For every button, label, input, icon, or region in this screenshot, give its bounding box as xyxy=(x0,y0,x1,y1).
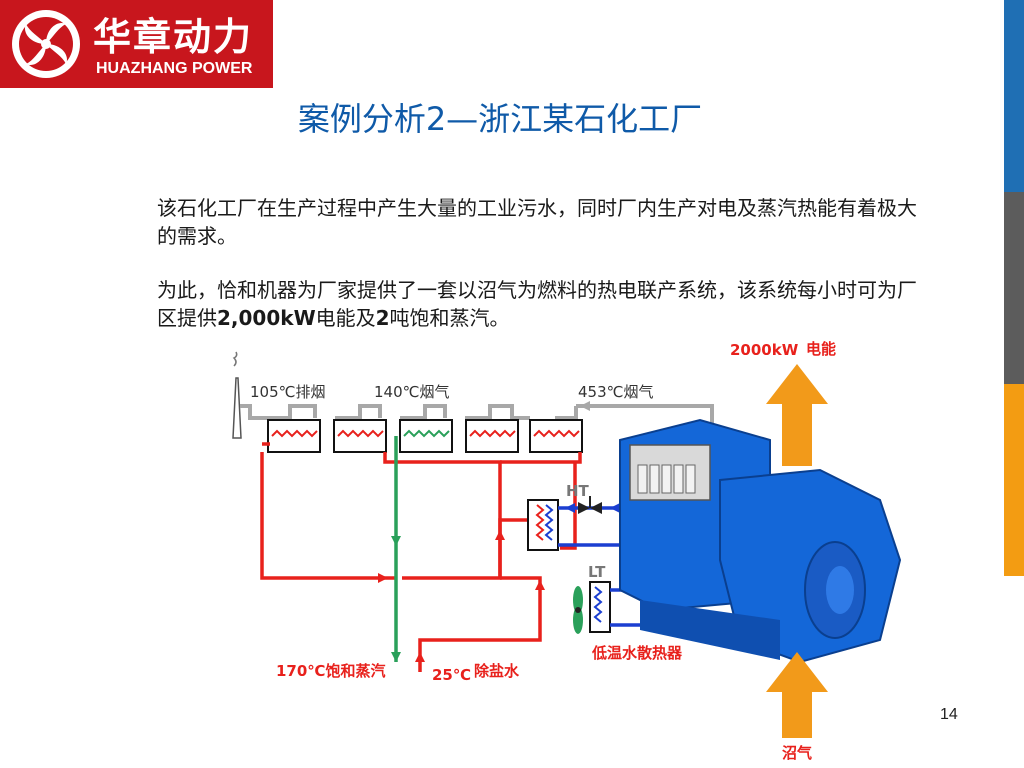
steam-flow-arrow-icon xyxy=(391,536,401,546)
biogas-input-arrow-icon xyxy=(766,652,828,738)
cooling-fan-icon xyxy=(573,586,583,634)
water-flow-arrow-icon xyxy=(495,530,505,540)
logo-name-cn: 华章动力 xyxy=(93,15,254,59)
lt-radiator xyxy=(589,581,611,633)
steam-output-value: 2 xyxy=(375,306,390,330)
heat-exchanger-bank xyxy=(267,419,583,453)
solution-text-e: 吨饱和蒸汽。 xyxy=(389,306,510,330)
paragraph-intro-text: 该石化工厂在生产过程中产生大量的工业污水，同时厂内生产对电及蒸汽热能有着极大的需… xyxy=(157,196,917,248)
label-radiator: 低温水散热器 xyxy=(591,644,683,662)
edge-stripe-gray xyxy=(1004,192,1024,384)
logo-name-en: HUAZHANG POWER xyxy=(96,60,253,77)
label-flue-453: 453℃烟气 xyxy=(578,383,653,401)
coolant-flow-arrow-icon xyxy=(565,503,575,513)
label-water-temp: 25℃ xyxy=(432,666,471,684)
chimney-icon xyxy=(232,351,242,439)
page-number: 14 xyxy=(940,706,958,723)
label-ht: HT xyxy=(566,482,590,500)
label-demineralized-water: 除盐水 xyxy=(474,662,520,680)
paragraph-intro: 该石化工厂在生产过程中产生大量的工业污水，同时厂内生产对电及蒸汽热能有着极大的需… xyxy=(157,194,917,250)
edge-stripe-orange xyxy=(1004,384,1024,576)
ht-valve-icon xyxy=(578,496,602,514)
water-flow-arrow-icon xyxy=(415,652,425,662)
chp-system-diagram: 105℃排烟 140℃烟气 453℃烟气 2000kW 电能 HT LT 170… xyxy=(232,340,902,762)
ht-heat-exchanger xyxy=(527,499,559,551)
slide-title: 案例分析2—浙江某石化工厂 xyxy=(297,100,703,138)
solution-text-c: 电能及 xyxy=(315,306,376,330)
solution-text-a: 为此，恰和机器为厂家提供了一套以沼气为燃料的热电联产系统，该系统每小时可为厂区提… xyxy=(157,278,917,330)
hot-water-loop xyxy=(260,442,582,672)
coolant-flow-arrow-icon xyxy=(610,503,620,513)
label-exhaust-105: 105℃排烟 xyxy=(250,383,325,401)
label-power: 电能 xyxy=(806,340,836,358)
flue-gas-arrow-icon xyxy=(580,401,590,411)
water-flow-arrow-icon xyxy=(378,573,388,583)
steam-flow-arrow-icon xyxy=(391,652,401,662)
label-lt: LT xyxy=(588,563,606,581)
paragraph-solution: 为此，恰和机器为厂家提供了一套以沼气为燃料的热电联产系统，该系统每小时可为厂区提… xyxy=(157,276,917,332)
power-output-value: 2,000kW xyxy=(217,306,316,330)
gas-engine-generator xyxy=(619,418,902,664)
label-saturated-steam: 170℃饱和蒸汽 xyxy=(276,662,385,680)
power-output-arrow-icon xyxy=(766,364,828,466)
edge-stripe-blue xyxy=(1004,0,1024,192)
label-flue-140: 140℃烟气 xyxy=(374,383,449,401)
label-power-value: 2000kW xyxy=(730,341,799,359)
water-flow-arrow-icon xyxy=(535,580,545,590)
logo-emblem-icon xyxy=(12,10,80,78)
label-biogas: 沼气 xyxy=(782,744,812,762)
heat-exchanger-coils xyxy=(271,429,580,438)
company-logo: 华章动力 HUAZHANG POWER xyxy=(0,0,273,88)
